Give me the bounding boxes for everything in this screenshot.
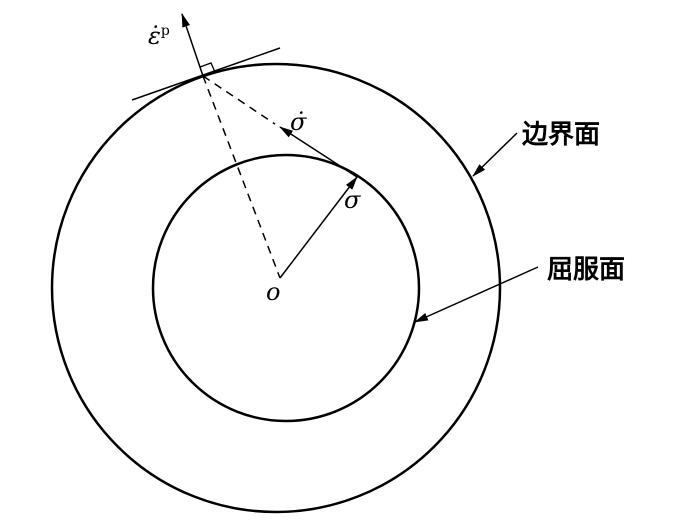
yield-surface-pointer xyxy=(414,266,539,323)
boundary-surface-label: 边界面 xyxy=(522,120,601,150)
superscript-p: p xyxy=(160,23,170,39)
boundary-surface-pointer xyxy=(472,132,518,177)
plastic-strain-rate-label: ε̇p xyxy=(148,22,170,50)
dashed-mapping-line xyxy=(202,75,276,125)
yield-surface-label: 屈服面 xyxy=(547,255,626,285)
plastic-strain-rate-arrow xyxy=(181,13,204,77)
stress-arrow xyxy=(279,176,358,279)
boundary-surface-circle xyxy=(50,62,502,514)
stress-rate-label: σ̇ xyxy=(290,108,307,136)
right-angle-mark xyxy=(199,62,216,73)
stress-label: σ xyxy=(344,186,361,214)
epsilon-dot: ε̇ xyxy=(148,22,161,50)
origin-label: o xyxy=(266,278,281,306)
tangent-line xyxy=(131,47,281,101)
stress-rate-arrow xyxy=(279,126,358,178)
yield-surface-circle xyxy=(151,153,421,423)
